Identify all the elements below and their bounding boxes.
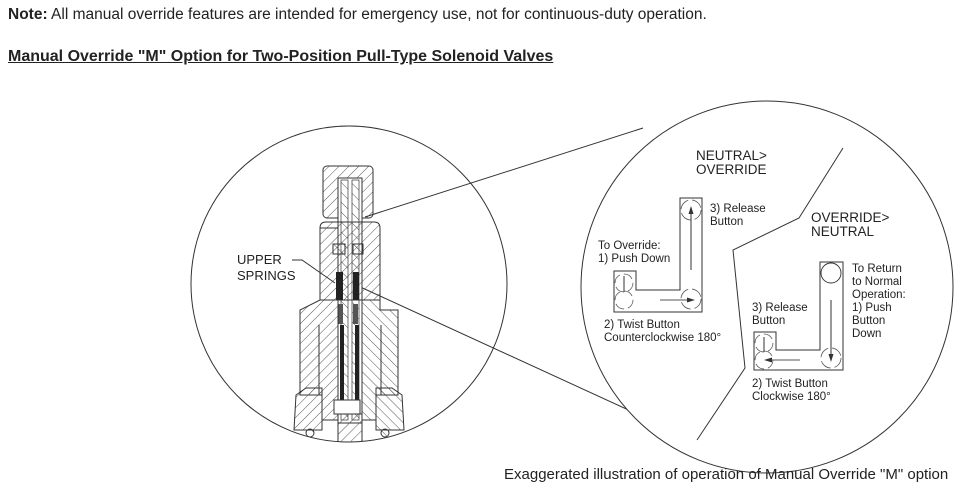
valve-detail-circle: UPPER SPRINGS xyxy=(190,125,508,443)
divider-line xyxy=(696,147,844,441)
operation-detail-circle: NEUTRAL> OVERRIDE 3) Release Button To O… xyxy=(580,100,954,474)
note-label: Note: xyxy=(8,6,48,23)
neutral-to-override-step2: 2) Twist Button Counterclockwise 180° xyxy=(604,319,721,344)
valve-cross-section xyxy=(293,165,405,442)
upper-springs-leader xyxy=(292,259,336,284)
note-paragraph: Note: All manual override features are i… xyxy=(8,6,707,24)
override-to-neutral-step3: 3) Release Button xyxy=(752,302,811,327)
override-to-neutral-path-diagram xyxy=(753,261,844,371)
override-to-neutral-step2: 2) Twist Button Clockwise 180° xyxy=(752,378,831,403)
upper-spring-left xyxy=(336,272,343,300)
connector-line-top xyxy=(364,127,644,218)
neutral-to-override-title: NEUTRAL> OVERRIDE xyxy=(696,148,771,177)
figure-caption: Exaggerated illustration of operation of… xyxy=(504,466,949,483)
neutral-to-override-step1: To Override: 1) Push Down xyxy=(598,240,670,265)
override-to-neutral-step1: To Return to Normal Operation: 1) Push B… xyxy=(852,263,909,340)
neutral-to-override-path-diagram xyxy=(613,197,703,313)
section-heading: Manual Override "M" Option for Two-Posit… xyxy=(8,48,554,65)
note-text: All manual override features are intende… xyxy=(47,6,707,23)
override-to-neutral-title: OVERRIDE> NEUTRAL xyxy=(811,210,893,239)
neutral-to-override-step3: 3) Release Button xyxy=(710,203,769,228)
upper-springs-label: UPPER SPRINGS xyxy=(237,252,296,283)
upper-spring-right xyxy=(353,272,359,300)
